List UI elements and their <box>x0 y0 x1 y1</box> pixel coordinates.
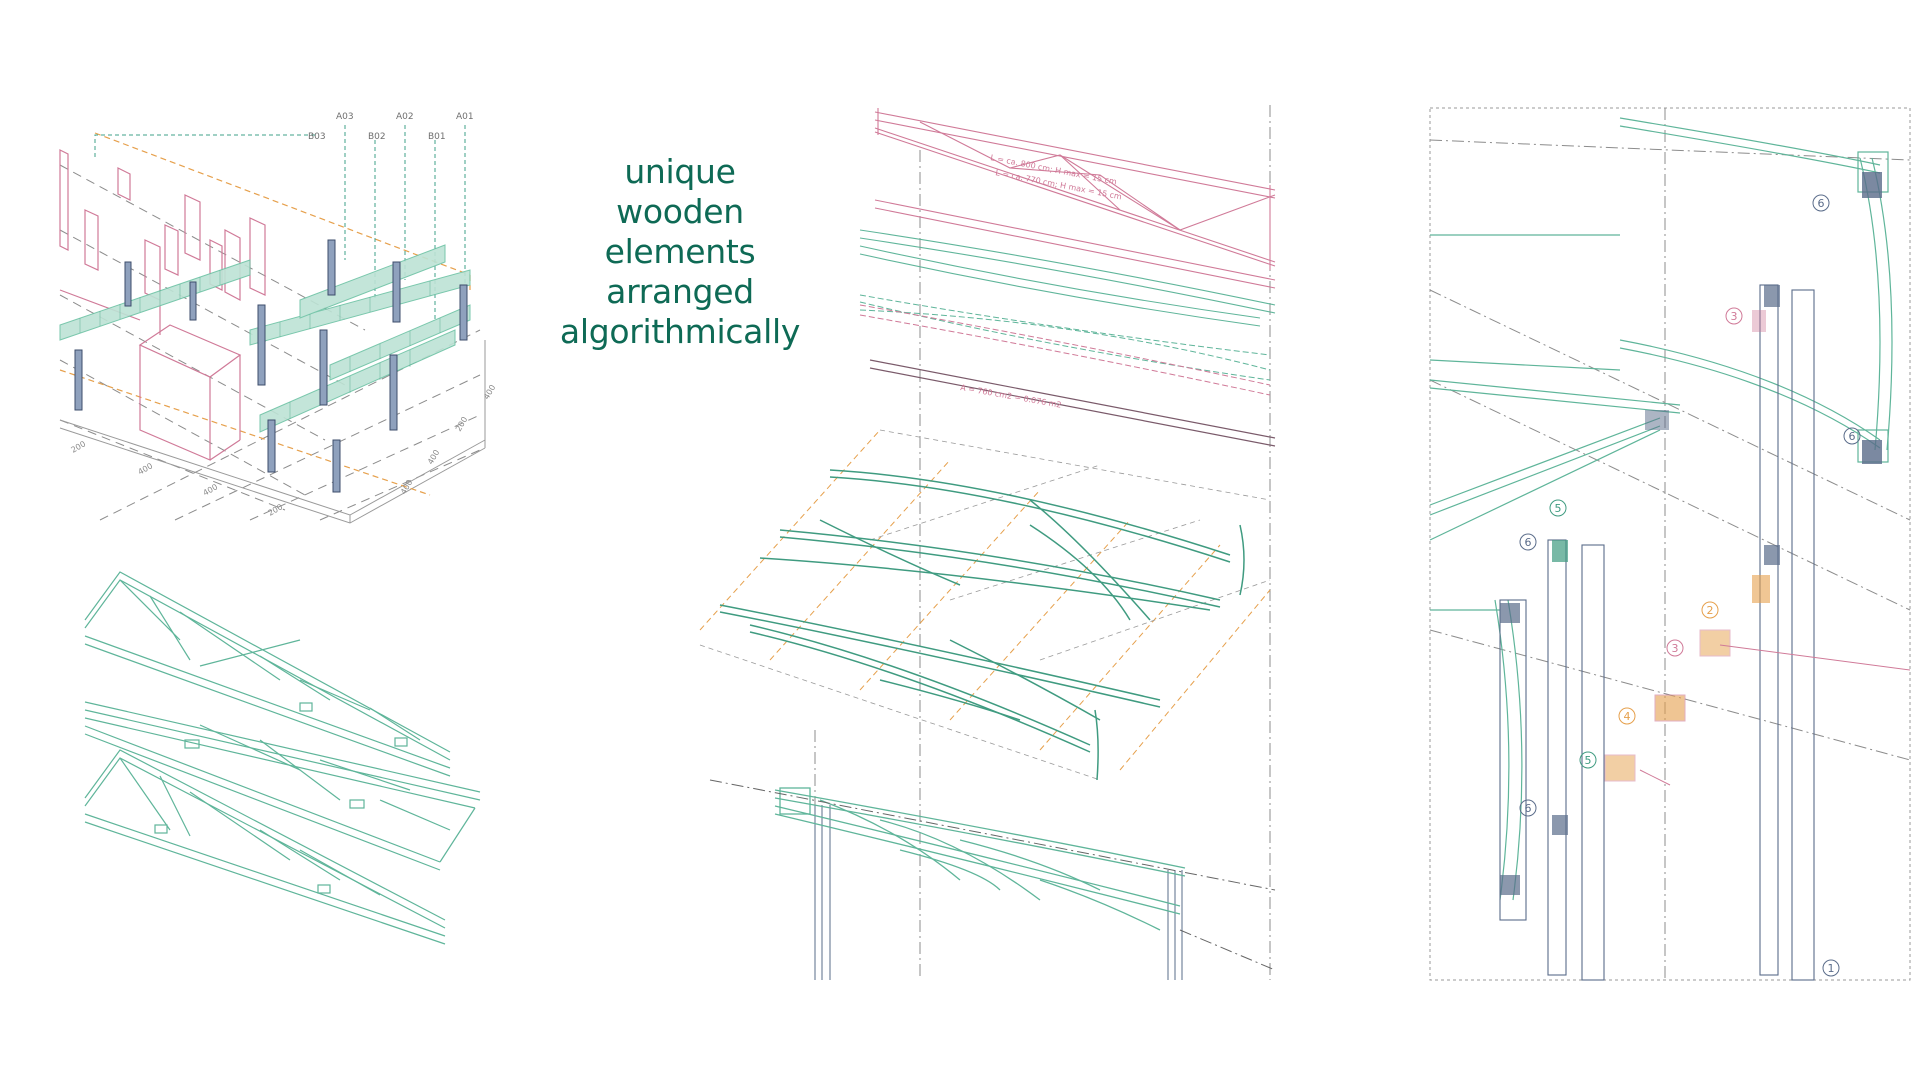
joint-number: 4 <box>1624 710 1631 723</box>
headline-line: elements <box>604 232 756 271</box>
headline-line: algorithmically <box>559 312 801 351</box>
site-axonometric-plan: A03 A02 A01 B03 B02 B01 <box>59 112 497 524</box>
truss-element <box>84 571 451 777</box>
grid-label-b01: B01 <box>428 132 446 142</box>
dimension-label: 400 <box>202 482 220 497</box>
truss-element-top <box>874 108 1276 270</box>
headline-line: wooden <box>616 192 744 231</box>
joint-number: 6 <box>1849 430 1856 443</box>
roof-beam-rows <box>59 244 471 433</box>
joint-detail-view: 6 3 6 5 6 2 3 4 5 6 1 <box>1429 107 1911 981</box>
grid-label-b02: B02 <box>368 132 386 142</box>
joint-number: 6 <box>1525 802 1532 815</box>
dimension-label: 200 <box>267 502 285 517</box>
truss-element <box>84 701 481 871</box>
truss-element <box>84 749 446 945</box>
dimension-label: 400 <box>426 448 441 466</box>
headline-line: unique <box>624 152 736 191</box>
grid-label-a02: A02 <box>396 112 414 122</box>
joint-number-badges <box>1519 194 1861 977</box>
truss-stack <box>84 571 481 945</box>
joint-number: 6 <box>1525 536 1532 549</box>
exploded-elements-view: L = ca. 800 cm; H max = 15 cm L = ca. 77… <box>699 105 1276 980</box>
headline: unique wooden elements arranged algorith… <box>520 152 840 352</box>
dimension-label: 200 <box>454 415 469 433</box>
joint-number: 5 <box>1555 502 1562 515</box>
grid-label-a01: A01 <box>456 112 474 122</box>
joint-number: 3 <box>1731 310 1738 323</box>
grid-label-a03: A03 <box>336 112 354 122</box>
crossing-beams <box>719 469 1245 781</box>
joint-number: 3 <box>1672 642 1679 655</box>
grid-label-b03: B03 <box>308 132 326 142</box>
portal-frame <box>814 805 1183 980</box>
dimension-label: 400 <box>137 461 155 476</box>
joint-number: 2 <box>1707 604 1714 617</box>
joint-number: 1 <box>1828 962 1835 975</box>
headline-line: arranged <box>606 272 754 311</box>
column-set <box>74 239 468 493</box>
connector-joint-icon <box>1500 172 1882 895</box>
dimension-label: 200 <box>70 439 88 454</box>
joint-number: 6 <box>1818 197 1825 210</box>
dimension-label: 400 <box>482 383 497 401</box>
joint-number: 5 <box>1585 754 1592 767</box>
